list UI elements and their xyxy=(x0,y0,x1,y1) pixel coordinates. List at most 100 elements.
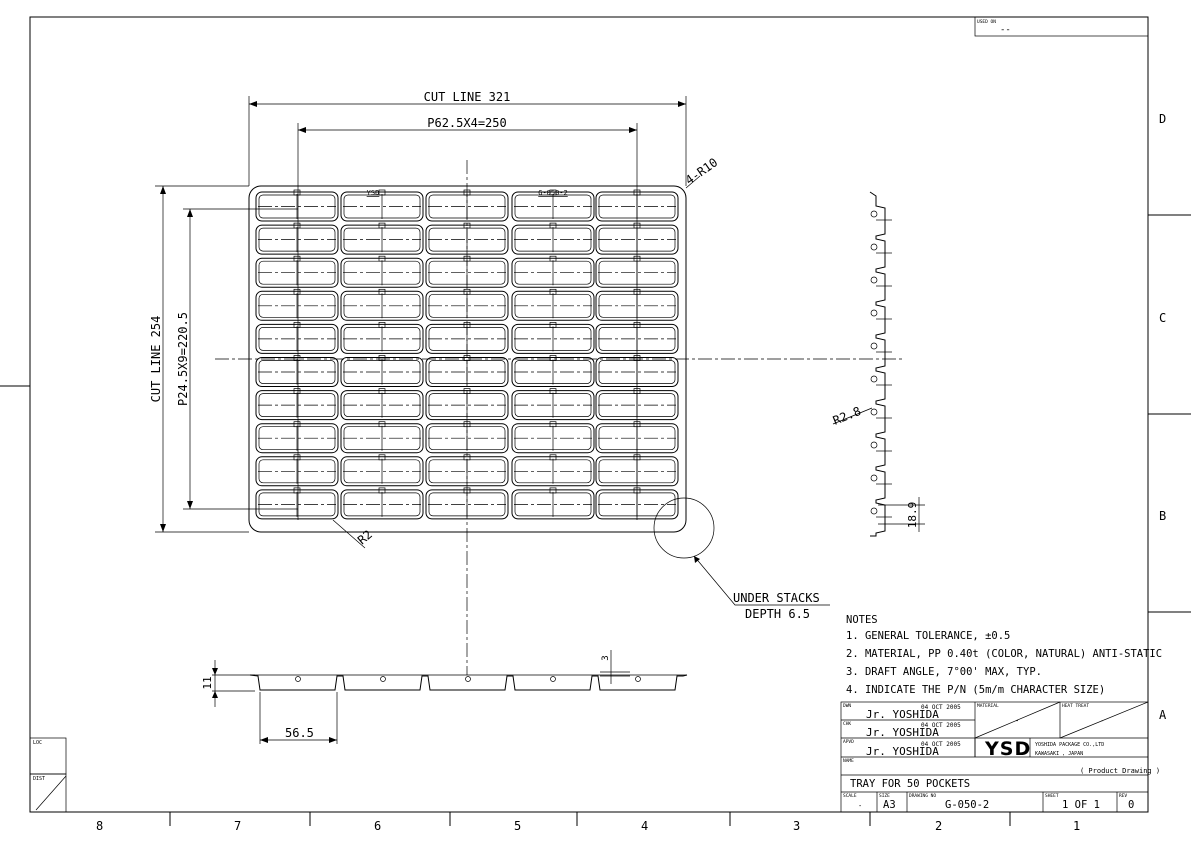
zone-row-d: D xyxy=(1159,112,1166,126)
rib xyxy=(293,454,301,461)
pocket xyxy=(255,257,339,288)
tb-chk-label: CHK xyxy=(843,721,851,727)
under-stack-circle xyxy=(653,497,715,559)
rib xyxy=(463,355,471,361)
pocket xyxy=(340,290,424,321)
tb-company-line1: YOSHIDA PACKAGE CO.,LTD xyxy=(1035,742,1104,748)
tb-size-value: A3 xyxy=(883,799,896,811)
tb-apvd-name: Jr. YOSHIDA xyxy=(866,745,939,758)
front-rib xyxy=(295,676,301,682)
rib xyxy=(293,288,301,295)
note-1: 1. GENERAL TOLERANCE, ±0.5 xyxy=(846,630,1010,642)
pocket xyxy=(511,489,595,520)
left-dimensions: CUT LINE 254 P24.5X9=220.5 xyxy=(149,185,298,533)
dim-tray-height: 11 xyxy=(201,676,214,689)
rib xyxy=(549,487,557,494)
tb-sheet-label: SHEET xyxy=(1045,793,1059,799)
pocket xyxy=(255,390,339,421)
rib xyxy=(378,388,386,394)
zone-col-6: 6 xyxy=(374,819,381,833)
dim-cut-line-height: CUT LINE 254 xyxy=(149,316,163,403)
rib xyxy=(463,322,471,328)
drawing-frame xyxy=(0,16,1191,826)
front-rib xyxy=(380,676,386,682)
tb-heat-treat-label: HEAT TREAT xyxy=(1062,703,1089,709)
tb-drawing-no-value: G-050-2 xyxy=(945,799,989,811)
rib xyxy=(549,454,557,461)
zone-col-2: 2 xyxy=(935,819,942,833)
used-on-label: USED ON xyxy=(977,19,996,25)
dim-pitch-y: P24.5X9=220.5 xyxy=(176,312,190,406)
tb-dwn-label: DWN xyxy=(843,703,851,709)
rib xyxy=(463,454,471,461)
zone-column-labels: 8 7 6 5 4 3 2 1 xyxy=(96,819,1080,833)
pocket xyxy=(511,191,595,222)
pocket xyxy=(511,290,595,321)
side-rib xyxy=(870,375,878,383)
rib xyxy=(549,322,557,328)
tb-rev-label: REV xyxy=(1119,793,1127,799)
pocket xyxy=(255,224,339,255)
tb-scale-label: SCALE xyxy=(843,793,857,799)
rib xyxy=(378,355,386,361)
rib xyxy=(463,222,471,229)
rib xyxy=(293,355,301,361)
loc-label: LOC xyxy=(33,740,42,746)
front-rib xyxy=(635,676,641,682)
front-rib xyxy=(465,676,471,682)
rib xyxy=(378,189,386,196)
rib xyxy=(378,454,386,461)
tray-front-view: 11 56.5 3 xyxy=(201,650,688,744)
pocket xyxy=(340,224,424,255)
zone-row-a: A xyxy=(1159,708,1167,722)
used-on-box: USED ON -- xyxy=(974,16,1149,37)
zone-row-c: C xyxy=(1159,311,1166,325)
rib xyxy=(463,189,471,196)
rib xyxy=(549,255,557,262)
rib xyxy=(293,421,301,428)
side-rib xyxy=(870,441,878,449)
rib xyxy=(378,322,386,328)
zone-col-4: 4 xyxy=(641,819,648,833)
pocket xyxy=(340,489,424,520)
pocket xyxy=(255,489,339,520)
top-dimensions: CUT LINE 321 P62.5X4=250 xyxy=(248,90,687,520)
pocket xyxy=(511,456,595,487)
tb-size-label: SIZE xyxy=(879,793,890,799)
rib xyxy=(549,189,557,196)
dim-side-radius: R2.8 xyxy=(831,404,863,428)
dim-corner-radius: 4-R10 xyxy=(683,155,721,187)
r10-leader xyxy=(685,175,701,189)
zone-col-8: 8 xyxy=(96,819,103,833)
tb-chk-name: Jr. YOSHIDA xyxy=(866,726,939,739)
tb-drawing-type: ( Product Drawing ) xyxy=(1080,767,1160,775)
leader-arrowhead xyxy=(694,556,700,563)
pocket xyxy=(340,323,424,354)
pocket xyxy=(255,357,339,387)
emboss-ysd: YSD xyxy=(367,189,380,197)
pocket xyxy=(340,423,424,454)
side-rib xyxy=(870,309,878,317)
pocket xyxy=(425,290,509,321)
r2-leader xyxy=(332,519,366,549)
rib xyxy=(293,222,301,229)
tb-dwn-name: Jr. YOSHIDA xyxy=(866,708,939,721)
note-4: 4. INDICATE THE P/N (5m/m CHARACTER SIZE… xyxy=(846,684,1105,696)
pocket xyxy=(340,456,424,487)
pocket xyxy=(511,357,595,387)
tb-heat-treat-value: - xyxy=(1100,717,1104,725)
tray-side-view: 18.9 R2.8 xyxy=(831,191,925,537)
rib xyxy=(293,255,301,262)
under-stack-line1: UNDER STACKS xyxy=(733,591,820,605)
loc-dist-boxes: LOC DIST xyxy=(29,737,67,813)
dim-side-depth: 18.9 xyxy=(906,502,919,529)
tb-name-value: TRAY FOR 50 POCKETS xyxy=(850,778,970,790)
note-2: 2. MATERIAL, PP 0.40t (COLOR, NATURAL) A… xyxy=(846,648,1162,660)
rib xyxy=(549,222,557,229)
dim-pitch-x: P62.5X4=250 xyxy=(427,116,506,130)
rib xyxy=(293,322,301,328)
side-rib xyxy=(870,276,878,284)
rib xyxy=(549,355,557,361)
tb-name-label: NAME xyxy=(843,758,854,764)
dim-rib-height: 3 xyxy=(601,655,611,660)
